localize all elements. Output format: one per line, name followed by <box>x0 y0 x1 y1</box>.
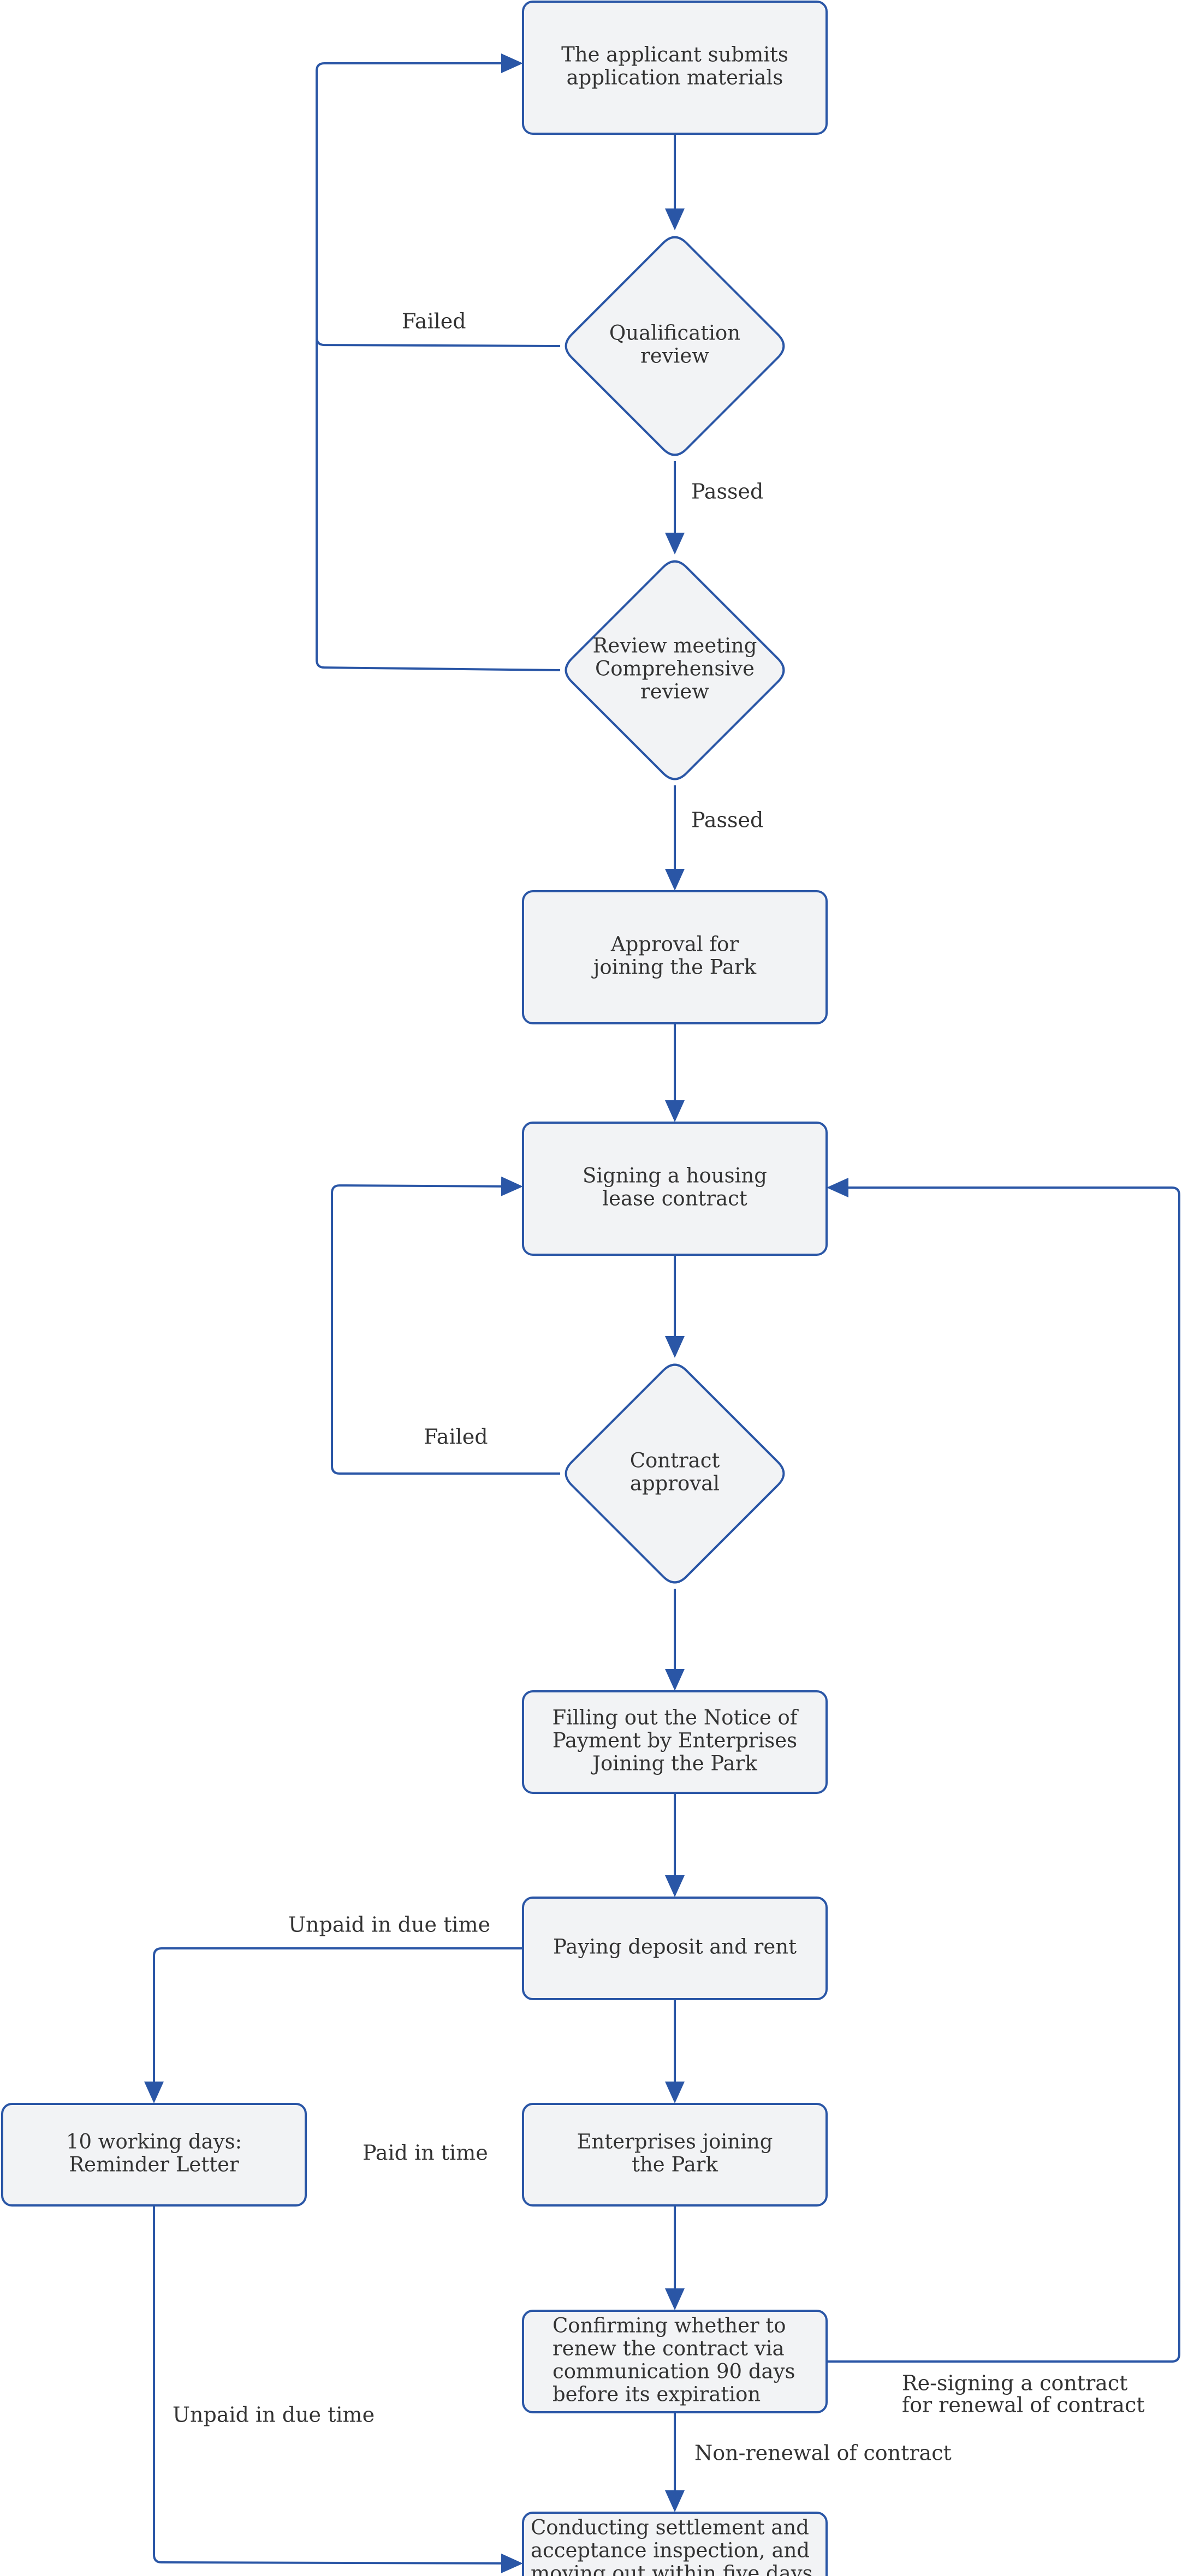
edge-contract-to-notice-arrowhead <box>665 1669 685 1691</box>
edge-contract-failed-loop <box>331 1184 560 1475</box>
node-signing-line: lease contract <box>602 1187 747 1211</box>
node-contract-shape <box>565 1363 785 1584</box>
edge-approval-to-signing-arrowhead <box>665 1100 685 1122</box>
edge-reminder-unpaid-arrowhead <box>501 2553 523 2573</box>
node-paying[interactable]: Paying deposit and rent <box>522 1897 828 2000</box>
edge-label-resign: Re-signing a contract <box>902 2371 1127 2395</box>
node-reminder-line: 10 working days: <box>66 2130 242 2154</box>
node-signing-line: Signing a housing <box>583 1164 767 1188</box>
node-reminder-shape <box>1 2103 307 2207</box>
edge-paying-unpaid <box>153 1947 523 2087</box>
node-settlement-shape <box>522 2512 828 2576</box>
node-renew-line: communication 90 days <box>553 2360 795 2383</box>
node-meeting-shape <box>565 560 785 780</box>
node-meeting-line: Comprehensive <box>595 657 755 681</box>
node-settlement-line: moving out within five days <box>531 2562 813 2576</box>
node-renew-line: renew the contract via <box>553 2337 785 2360</box>
edge-meeting-to-approval-arrowhead <box>665 869 685 891</box>
edges-layer <box>144 53 1180 2573</box>
edge-paying-unpaid-arrowhead <box>144 2082 164 2103</box>
edge-label-contract-failed: Failed <box>424 1425 488 1449</box>
edge-submit-to-qual-arrowhead <box>665 208 685 230</box>
node-paying-line: Paying deposit and rent <box>553 1935 797 1959</box>
node-reminder[interactable]: 10 working days:Reminder Letter <box>1 2103 307 2207</box>
node-joining-shape <box>522 2103 828 2207</box>
node-meeting-line: review <box>640 680 709 703</box>
node-reminder-line: Reminder Letter <box>69 2153 239 2177</box>
node-approval-shape <box>522 890 828 1024</box>
node-joining-line: the Park <box>632 2153 718 2177</box>
edge-label-unpaid-2: Unpaid in due time <box>173 2403 375 2427</box>
edge-label-qual-failed: Failed <box>402 309 466 333</box>
edge-label-non-renewal: Non-renewal of contract <box>694 2441 952 2465</box>
edge-label-qual-passed: Passed <box>691 480 763 504</box>
node-renew-line: before its expiration <box>553 2383 761 2406</box>
node-joining-line: Enterprises joining <box>577 2130 773 2154</box>
node-notice-line: Joining the Park <box>590 1752 757 1775</box>
node-submit-shape <box>522 1 828 135</box>
node-signing-shape <box>522 1122 828 1256</box>
node-submit-line: The applicant submits <box>561 43 788 67</box>
node-notice-line: Filling out the Notice of <box>552 1706 798 1730</box>
node-settlement-line: Conducting settlement and <box>531 2516 809 2539</box>
node-meeting-line: Review meeting <box>593 634 757 658</box>
node-submit-line: application materials <box>567 66 783 90</box>
node-paying-shape <box>522 1897 828 2000</box>
edge-label-unpaid-1: Unpaid in due time <box>288 1913 490 1937</box>
edge-reminder-unpaid <box>153 2206 507 2565</box>
node-renew-line: Confirming whether to <box>553 2314 786 2338</box>
edge-notice-to-paying-arrowhead <box>665 1875 685 1897</box>
node-renew-shape <box>522 2310 828 2413</box>
node-qual-review-line: Qualification <box>609 321 740 345</box>
node-qual-review-shape <box>565 236 785 456</box>
edge-qual-to-meeting-arrowhead <box>665 533 685 554</box>
node-approval-line: Approval for <box>610 933 739 956</box>
node-contract-line: Contract <box>630 1449 720 1472</box>
edge-label-resign: for renewal of contract <box>902 2393 1145 2417</box>
node-approval-line: joining the Park <box>591 956 757 979</box>
edge-meeting-failed-loop <box>316 87 561 671</box>
node-notice-shape <box>522 1690 828 1794</box>
edge-label-paid: Paid in time <box>363 2141 488 2165</box>
edge-joining-to-renew-arrowhead <box>665 2288 685 2310</box>
edge-signing-to-contract-arrowhead <box>665 1336 685 1358</box>
node-contract-line: approval <box>630 1472 720 1495</box>
edge-qual-failed-loop-arrowhead <box>501 53 523 73</box>
edge-paying-to-joining-arrowhead <box>665 2082 685 2103</box>
node-settlement-line: acceptance inspection, and <box>531 2539 810 2562</box>
edge-renew-resign-loop-arrowhead <box>827 1178 848 1197</box>
node-notice-line: Payment by Enterprises <box>553 1729 797 1752</box>
node-qual-review-line: review <box>640 344 709 368</box>
edge-label-meeting-passed: Passed <box>691 808 763 832</box>
edge-renew-to-settlement-arrowhead <box>665 2490 685 2512</box>
edge-renew-resign-loop <box>827 1186 1180 2363</box>
edge-contract-failed-loop-arrowhead <box>501 1176 523 1196</box>
